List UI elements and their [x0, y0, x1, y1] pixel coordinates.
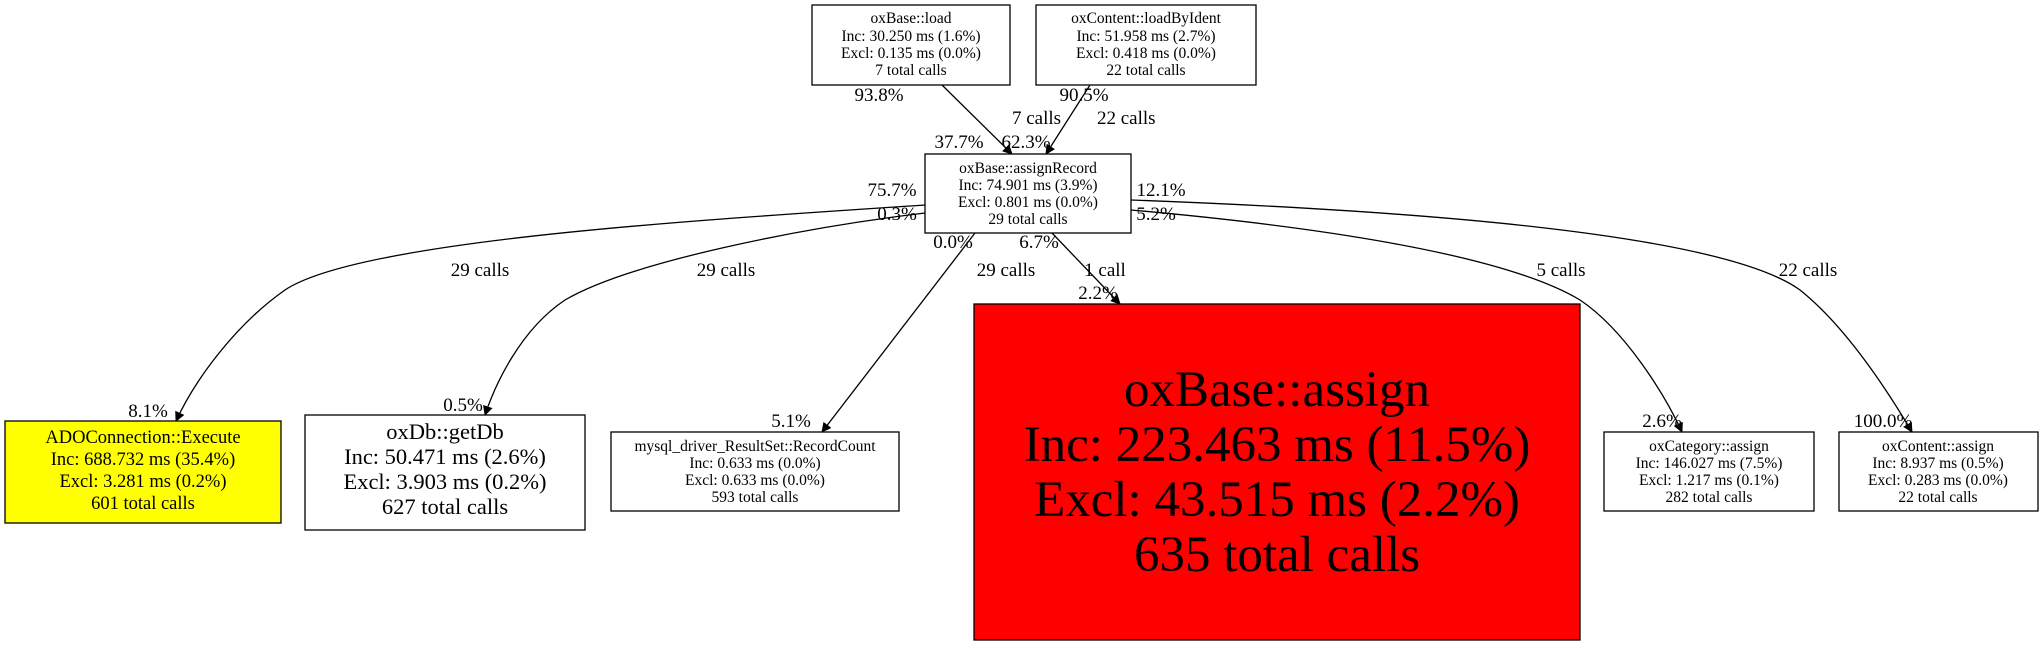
node-box: [973, 303, 1581, 641]
edge-assignrecord-contentassign: [1130, 199, 1913, 433]
node-inc: Inc: 146.027 ms (7.5%): [1636, 455, 1783, 472]
node-oxcategory-assign[interactable]: oxCategory::assign Inc: 146.027 ms (7.5%…: [1603, 431, 1815, 512]
node-calls: 635 total calls: [1134, 527, 1420, 583]
node-inc: Inc: 50.471 ms (2.6%): [344, 444, 546, 469]
node-excl: Excl: 0.418 ms (0.0%): [1076, 45, 1216, 62]
edge-head-label: 2.6%: [1642, 411, 1682, 432]
node-oxbase-assignrecord[interactable]: oxBase::assignRecord Inc: 74.901 ms (3.9…: [924, 153, 1132, 234]
node-name: oxContent::loadByIdent: [1071, 10, 1222, 27]
node-oxbase-load[interactable]: oxBase::load Inc: 30.250 ms (1.6%) Excl:…: [811, 4, 1011, 86]
node-name: oxBase::assignRecord: [959, 160, 1097, 177]
node-calls: 593 total calls: [712, 489, 799, 506]
node-excl: Excl: 1.217 ms (0.1%): [1639, 472, 1779, 489]
node-excl: Excl: 0.135 ms (0.0%): [841, 45, 981, 62]
edge-tail-label: 0.3%: [877, 204, 917, 225]
edge-assignrecord-ado: [175, 204, 926, 422]
edge-tail-label: 5.2%: [1136, 204, 1176, 225]
edge-tail-label: 0.0%: [933, 232, 973, 253]
edge-loadbyident-assignrecord: [1045, 84, 1091, 155]
edge-calls-label: 1 call: [1084, 260, 1126, 281]
node-name: ADOConnection::Execute: [45, 428, 240, 448]
edge-head-label: 2.2%: [1078, 283, 1118, 304]
node-inc: Inc: 30.250 ms (1.6%): [841, 28, 980, 45]
node-excl: Excl: 3.903 ms (0.2%): [343, 469, 546, 494]
node-inc: Inc: 688.732 ms (35.4%): [51, 450, 235, 470]
edge-tail-label: 6.7%: [1019, 232, 1059, 253]
node-calls: 29 total calls: [988, 211, 1067, 228]
edge-tail-label: 93.8%: [854, 85, 903, 106]
node-box: [811, 4, 1011, 86]
node-box: [304, 414, 586, 531]
edge-head-label: 62.3%: [1001, 132, 1050, 153]
node-name: oxBase::load: [871, 10, 952, 27]
node-name: mysql_driver_ResultSet::RecordCount: [634, 438, 876, 455]
node-inc: Inc: 51.958 ms (2.7%): [1076, 28, 1215, 45]
node-name: oxBase::assign: [1124, 362, 1430, 418]
node-box: [1603, 431, 1815, 512]
node-oxbase-assign[interactable]: oxBase::assign Inc: 223.463 ms (11.5%) E…: [973, 303, 1581, 641]
edge-calls-label: 22 calls: [1779, 260, 1838, 281]
node-excl: Excl: 3.281 ms (0.2%): [60, 472, 227, 492]
node-oxdb-getdb[interactable]: oxDb::getDb Inc: 50.471 ms (2.6%) Excl: …: [304, 414, 586, 531]
edge-tail-label: 12.1%: [1136, 180, 1185, 201]
node-name: oxDb::getDb: [386, 419, 504, 444]
edge-head-label: 8.1%: [128, 401, 168, 422]
node-calls: 22 total calls: [1106, 62, 1185, 79]
node-inc: Inc: 223.463 ms (11.5%): [1024, 417, 1531, 473]
node-oxcontent-assign[interactable]: oxContent::assign Inc: 8.937 ms (0.5%) E…: [1838, 431, 2039, 512]
edge-head-label: 5.1%: [771, 411, 811, 432]
node-adoconnection-execute[interactable]: ADOConnection::Execute Inc: 688.732 ms (…: [4, 420, 282, 524]
node-mysql-recordcount[interactable]: mysql_driver_ResultSet::RecordCount Inc:…: [610, 431, 900, 512]
node-excl: Excl: 0.801 ms (0.0%): [958, 194, 1098, 211]
node-excl: Excl: 43.515 ms (2.2%): [1034, 472, 1520, 528]
node-box: [1035, 4, 1257, 86]
node-inc: Inc: 0.633 ms (0.0%): [689, 455, 820, 472]
edge-head-label: 0.5%: [443, 395, 483, 416]
node-box: [1838, 431, 2039, 512]
node-inc: Inc: 8.937 ms (0.5%): [1872, 455, 2003, 472]
edge-tail-label: 90.5%: [1059, 85, 1108, 106]
edge-calls-label: 5 calls: [1536, 260, 1585, 281]
node-oxcontent-loadbyident[interactable]: oxContent::loadByIdent Inc: 51.958 ms (2…: [1035, 4, 1257, 86]
edge-tail-label: 75.7%: [867, 180, 916, 201]
node-box: [610, 431, 900, 512]
node-inc: Inc: 74.901 ms (3.9%): [958, 177, 1097, 194]
edge-load-assignrecord: [941, 84, 1013, 155]
node-calls: 22 total calls: [1898, 489, 1977, 506]
edge-assignrecord-assign: [1051, 232, 1121, 305]
node-box: [4, 420, 282, 524]
edge-calls-label: 29 calls: [451, 260, 510, 281]
edge-calls-label: 22 calls: [1097, 108, 1156, 129]
node-calls: 282 total calls: [1666, 489, 1753, 506]
edge-calls-label: 7 calls: [1012, 108, 1061, 129]
node-box: [924, 153, 1132, 234]
edge-head-label: 100.0%: [1854, 411, 1913, 432]
node-calls: 627 total calls: [382, 494, 508, 519]
node-excl: Excl: 0.633 ms (0.0%): [685, 472, 825, 489]
edge-head-label: 37.7%: [934, 132, 983, 153]
node-name: oxContent::assign: [1882, 438, 1994, 455]
node-calls: 7 total calls: [875, 62, 946, 79]
edges: [175, 84, 1913, 433]
edge-assignrecord-category: [1130, 209, 1683, 433]
node-excl: Excl: 0.283 ms (0.0%): [1868, 472, 2008, 489]
edge-calls-label: 29 calls: [977, 260, 1036, 281]
edge-labels: 93.8% 7 calls 37.7% 90.5% 22 calls 62.3%…: [128, 85, 1912, 432]
edge-assignrecord-getdb: [483, 212, 926, 416]
edge-assignrecord-mysql: [821, 232, 976, 433]
edge-calls-label: 29 calls: [697, 260, 756, 281]
node-calls: 601 total calls: [91, 494, 195, 514]
node-name: oxCategory::assign: [1649, 438, 1769, 455]
